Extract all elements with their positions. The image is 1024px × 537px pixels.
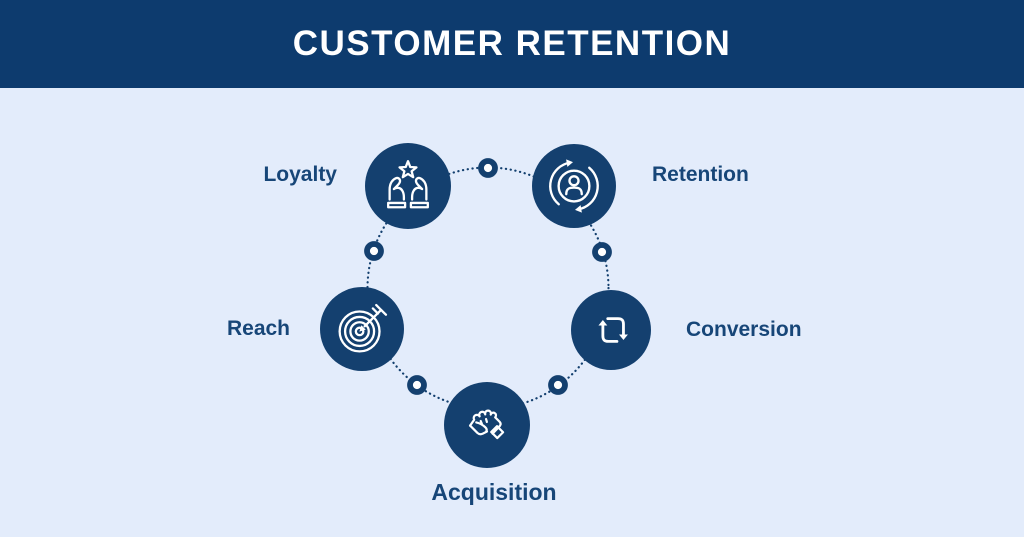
connector-dot-left [364, 241, 384, 261]
user-refresh-cycle-icon [549, 159, 599, 213]
connector-dot-bottom-left [407, 375, 427, 395]
label-reach: Reach [226, 317, 290, 340]
repeat-arrows-icon [598, 317, 628, 343]
loyalty-node [365, 143, 451, 229]
label-loyalty: Loyalty [263, 163, 337, 186]
conversion-node [571, 290, 651, 370]
target-arrow-icon [338, 303, 388, 353]
page-title: CUSTOMER RETENTION [292, 24, 732, 63]
label-retention: Retention [652, 163, 749, 186]
label-conversion: Conversion [686, 318, 802, 341]
retention-node [532, 144, 616, 228]
hands-holding-star-icon [387, 160, 429, 209]
handshake-icon [468, 409, 505, 440]
header-banner: CUSTOMER RETENTION [0, 0, 1024, 88]
connector-dot-bottom-right [548, 375, 568, 395]
acquisition-node [444, 382, 530, 468]
label-acquisition: Acquisition [431, 479, 557, 505]
reach-node [320, 287, 404, 371]
connector-dot-top [478, 158, 498, 178]
connector-dot-right [592, 242, 612, 262]
